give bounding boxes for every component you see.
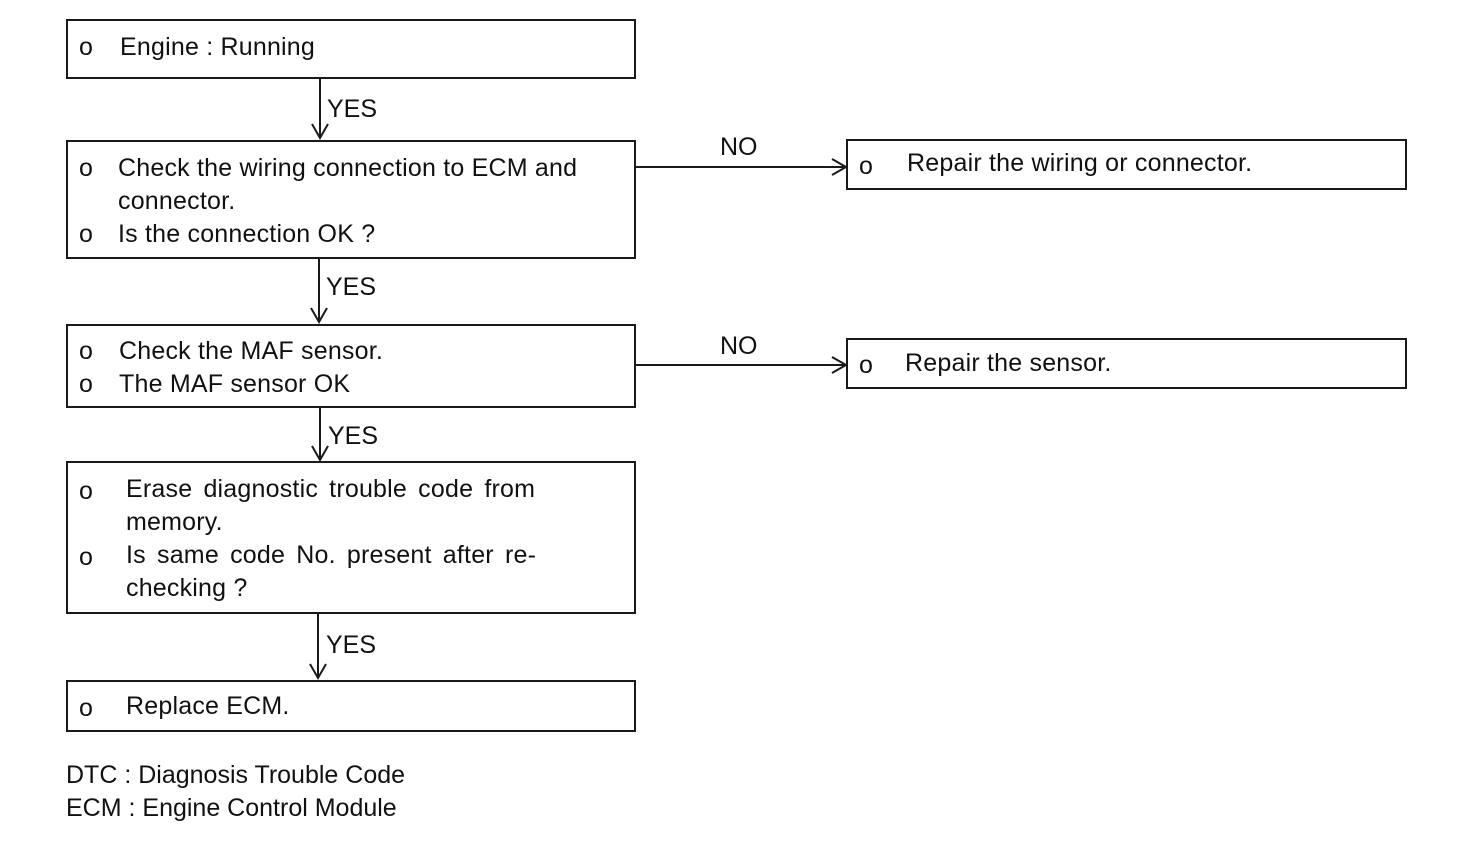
step-replace-ecm: o Replace ECM. bbox=[66, 680, 636, 732]
repair-text: Repair the wiring or connector. bbox=[907, 149, 1253, 177]
step-check-wiring: o Check the wiring connection to ECM and… bbox=[66, 140, 636, 259]
repair-wiring: o Repair the wiring or connector. bbox=[846, 139, 1407, 190]
bullet: o bbox=[79, 337, 93, 365]
no-arrowhead-2 bbox=[831, 356, 849, 374]
step-text: connector. bbox=[118, 187, 236, 215]
no-arrowhead-1 bbox=[831, 158, 849, 176]
step-text: checking ? bbox=[126, 574, 248, 602]
step-text: Erase diagnostic trouble code from bbox=[126, 475, 536, 503]
legend-ecm: ECM : Engine Control Module bbox=[66, 794, 397, 822]
step-text: Check the wiring connection to ECM and bbox=[118, 154, 578, 182]
yes-arrowhead-2 bbox=[310, 307, 328, 325]
step-text: Is the connection OK ? bbox=[118, 220, 376, 248]
step-erase-dtc: o Erase diagnostic trouble code from mem… bbox=[66, 461, 636, 614]
step-text: Check the MAF sensor. bbox=[119, 337, 384, 365]
step-check-maf: o Check the MAF sensor. o The MAF sensor… bbox=[66, 324, 636, 408]
bullet: o bbox=[79, 543, 93, 571]
step-text: The MAF sensor OK bbox=[119, 370, 351, 398]
bullet: o bbox=[79, 477, 93, 505]
yes-label: YES bbox=[326, 631, 377, 659]
yes-label: YES bbox=[327, 95, 378, 123]
bullet: o bbox=[79, 370, 93, 398]
legend-dtc: DTC : Diagnosis Trouble Code bbox=[66, 761, 406, 789]
bullet: o bbox=[79, 33, 93, 61]
yes-label: YES bbox=[328, 422, 379, 450]
bullet: o bbox=[79, 694, 93, 722]
step-text: Engine : Running bbox=[120, 33, 316, 61]
yes-arrowhead-4 bbox=[309, 663, 327, 681]
bullet: o bbox=[859, 351, 873, 379]
step-text: Is same code No. present after re- bbox=[126, 541, 537, 569]
yes-arrowhead-1 bbox=[311, 123, 329, 141]
no-label: NO bbox=[720, 332, 758, 360]
yes-arrowhead-3 bbox=[311, 445, 329, 463]
bullet: o bbox=[79, 220, 93, 248]
bullet: o bbox=[79, 154, 93, 182]
no-label: NO bbox=[720, 133, 758, 161]
yes-label: YES bbox=[326, 273, 377, 301]
repair-sensor: o Repair the sensor. bbox=[846, 338, 1407, 389]
step-text: memory. bbox=[126, 508, 223, 536]
bullet: o bbox=[859, 152, 873, 180]
step-engine-running: o Engine : Running bbox=[66, 19, 636, 79]
step-text: Replace ECM. bbox=[126, 692, 290, 720]
repair-text: Repair the sensor. bbox=[905, 349, 1112, 377]
